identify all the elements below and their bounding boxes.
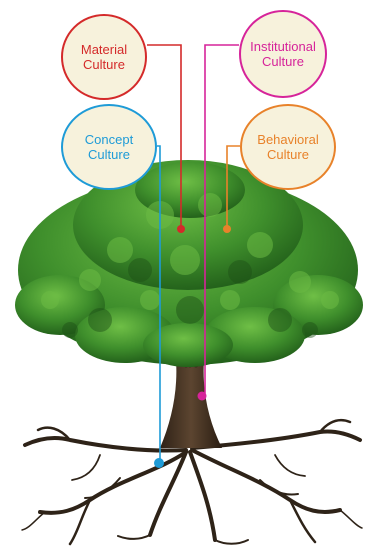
behavioral-dot: [223, 225, 231, 233]
institutional-culture-line2: Culture: [262, 54, 304, 69]
institutional-connector: [204, 44, 239, 396]
material-culture-line1: Material: [80, 42, 128, 57]
material-connector: [147, 44, 182, 229]
concept-connector: [157, 145, 161, 463]
concept-culture-line1: Concept: [84, 132, 134, 147]
material-dot: [177, 225, 185, 233]
behavioral-connector: [226, 145, 240, 229]
behavioral-culture-bubble: Behavioral Culture: [240, 104, 336, 190]
concept-culture-bubble: Concept Culture: [61, 104, 157, 190]
material-culture-bubble: Material Culture: [61, 14, 147, 100]
material-culture-line2: Culture: [83, 57, 125, 72]
trunk: [160, 360, 222, 448]
institutional-culture-line1: Institutional: [250, 39, 316, 54]
concept-dot: [154, 458, 164, 468]
canopy-highlights: [41, 193, 339, 310]
institutional-culture-bubble: Institutional Culture: [239, 10, 327, 98]
behavioral-culture-line1: Behavioral: [257, 132, 319, 147]
behavioral-culture-line2: Culture: [267, 147, 309, 162]
canopy-shadows: [62, 258, 318, 338]
institutional-dot: [197, 391, 207, 401]
concept-culture-line2: Culture: [88, 147, 130, 162]
